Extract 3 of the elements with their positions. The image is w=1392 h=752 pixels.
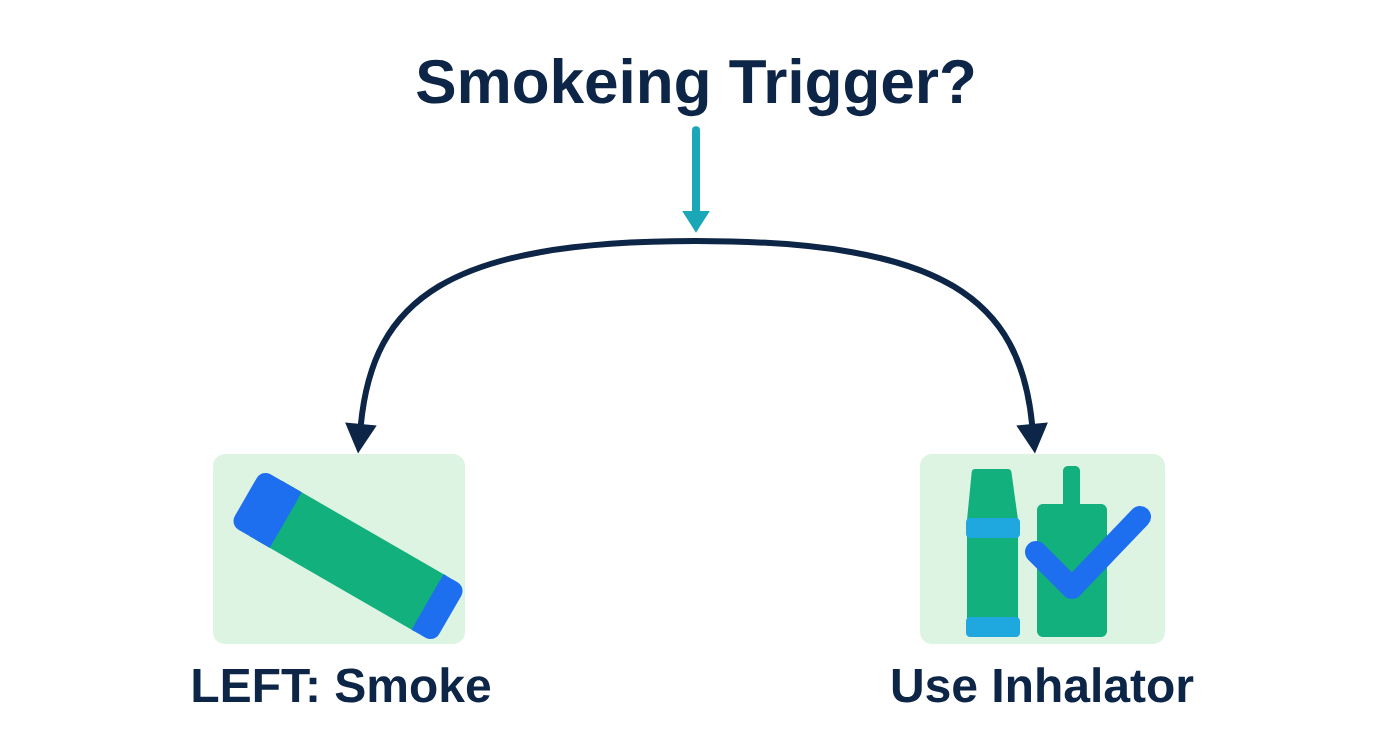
question-heading: Smokeing Trigger? [417, 58, 974, 117]
node-label: Use Inhalator [892, 667, 1194, 703]
node-label: LEFT: Smoke [193, 667, 491, 703]
